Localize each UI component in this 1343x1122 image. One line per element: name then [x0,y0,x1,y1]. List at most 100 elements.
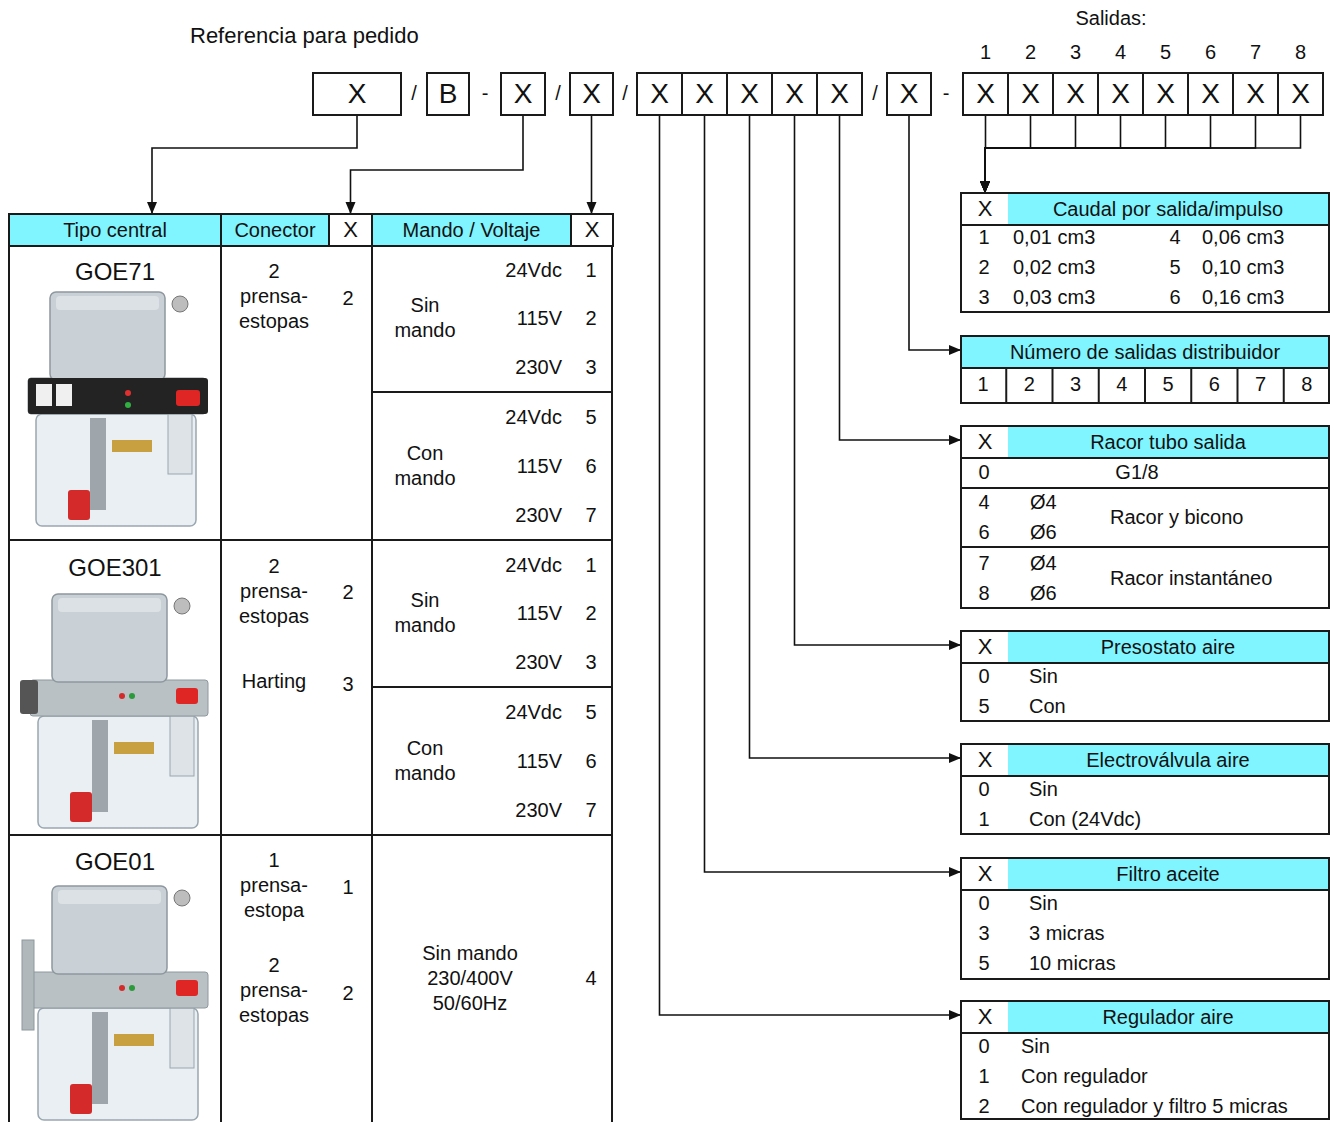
code-letter: X [1201,78,1220,110]
connector-arrow [985,116,1211,192]
model-name: GOE301 [68,554,161,582]
option-code: 1 [978,225,989,250]
table-title: Racor tubo salida [1090,431,1246,454]
option-code: 1 [978,1064,989,1089]
connector-arrow [840,116,961,440]
option-text: Sin [1029,664,1058,689]
diameter: Ø4 [1030,551,1057,576]
filler-cap [176,390,200,406]
table-title: Presostato aire [1101,636,1236,659]
option-text: Sin [1029,777,1058,802]
code-box: X [1097,72,1144,116]
option-text: Sin [1029,891,1058,916]
code-letter: X [785,78,804,110]
header-cell: Mando / Voltaje [371,213,572,247]
connector-arrow [985,116,1031,192]
table-title: Número de salidas distribuidor [1010,341,1280,364]
connector-arrow [660,116,961,1015]
code-box: X [1187,72,1234,116]
code-box: B [426,72,470,116]
fitting-type: Racor instantáneo [1110,566,1272,591]
code-box: X [312,72,402,116]
output-number: 7 [1250,40,1261,65]
option-code: 2 [978,255,989,280]
option-code: 1 [585,258,596,283]
cable-gland [56,384,72,406]
table-header-row: Número de salidas distribuidor [962,337,1328,369]
column-code: X [962,196,1008,222]
goe01-illustration [30,886,208,1120]
table-line [220,245,222,1122]
goe301-illustration [30,594,208,828]
option-text: Con regulador [1021,1064,1148,1089]
table-line [1237,365,1239,403]
fitting-type: Racor y bicono [1110,505,1243,530]
code-box: X [962,72,1009,116]
header-band: Número de salidas distribuidor [962,337,1328,367]
option-code: 6 [978,520,989,545]
header-cell: Tipo central [8,213,222,247]
control-option: Sin mando [385,293,465,343]
code-letter: X [1246,78,1265,110]
diameter: Ø6 [1030,520,1057,545]
connector-arrow [591,116,593,213]
indicator-light [125,390,131,396]
table-title: Regulador aire [1102,1006,1233,1029]
option-code: 3 [585,650,596,675]
code-box: X [500,72,546,116]
option-code: 3 [585,355,596,380]
option-code: 7 [978,551,989,576]
code-letter: X [830,78,849,110]
table-line [1098,365,1100,403]
option-code: 2 [585,306,596,331]
connector-arrow [985,116,1166,192]
code-box: X [1232,72,1279,116]
separator: / [555,81,561,106]
option-code: 1 [342,875,353,900]
code-box: X [681,72,728,116]
option-code: 4 [585,966,596,991]
voltage-label: 24Vdc [505,553,562,578]
column-code: X [962,747,1008,773]
option-code: 5 [585,700,596,725]
control-option: Con mando [385,441,465,491]
option-code: 1 [978,372,989,397]
option-table-lines [960,365,1330,547]
header-text: X [343,217,358,243]
code-letter: X [1066,78,1085,110]
table-header-row: XElectroválvula aire [962,745,1328,777]
header-band: Regulador aire [1008,1002,1328,1032]
table-header-row: XPresostato aire [962,632,1328,664]
column-code: X [962,1004,1008,1030]
diagram-title: Referencia para pedido [190,23,419,48]
voltage-label: 115V [517,601,562,626]
output-number: 4 [1115,40,1126,65]
header-cell: X [328,213,373,247]
table-line [1052,365,1054,403]
option-text: Con regulador y filtro 5 micras [1021,1094,1288,1119]
table-line [371,245,373,1122]
flow-value: 0,16 cm3 [1202,285,1284,310]
output-number: 6 [1205,40,1216,65]
connector-option: 2 prensa- estopas [236,259,312,334]
connector-arrow [985,116,1301,192]
voltage-label: 24Vdc [505,258,562,283]
mounting-bracket [22,940,34,1030]
output-number: 5 [1160,40,1171,65]
flow-value: 0,02 cm3 [1013,255,1095,280]
option-code: 8 [1301,372,1312,397]
option-code: 0 [978,664,989,689]
table-line [960,546,1330,548]
option-text: Con [1029,694,1066,719]
table-line [960,487,1330,489]
separator: - [943,81,950,106]
voltage-label: 24Vdc [505,700,562,725]
voltage-label: 230V [515,355,562,380]
option-code: 4 [1116,372,1127,397]
control-option: Sin mando 230/400V 50/60Hz [415,941,525,1016]
code-letter: X [976,78,995,110]
connector-option: Harting [242,669,306,694]
option-code: 3 [978,285,989,310]
section-label: Salidas: [1075,6,1146,31]
